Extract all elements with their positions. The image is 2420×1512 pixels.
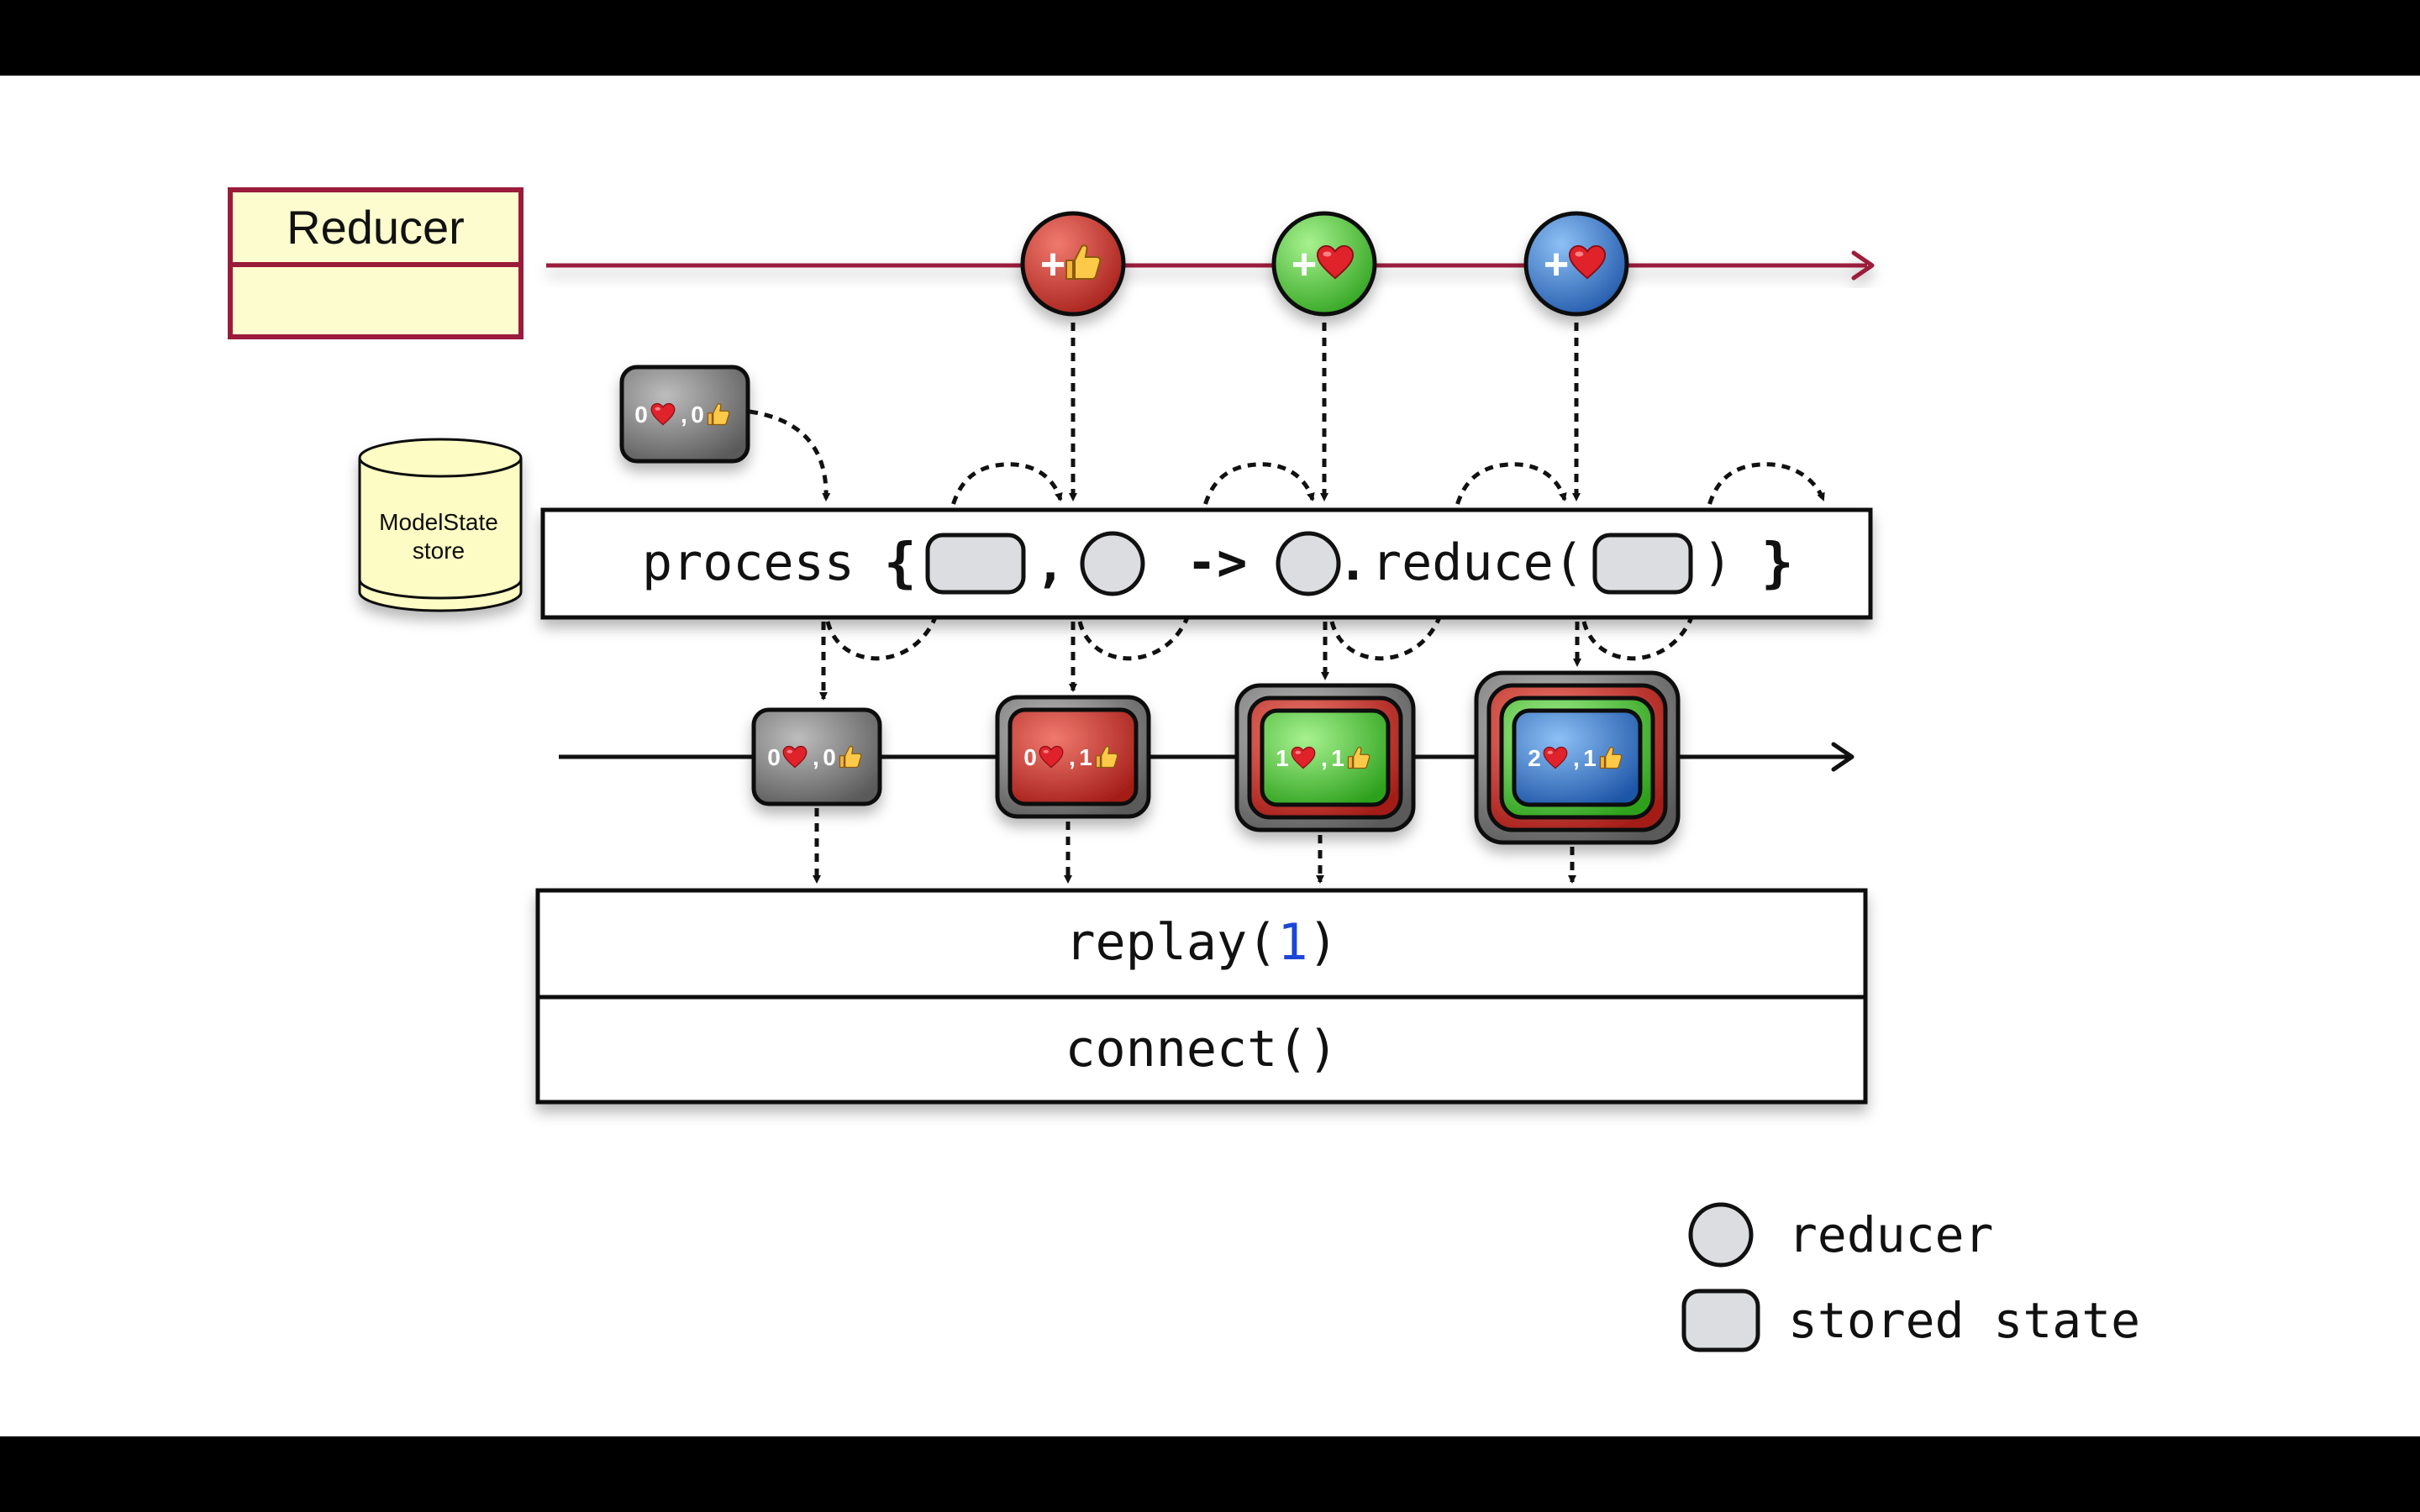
state-thumbs-count: 1	[1331, 745, 1344, 771]
state-comma: ,	[1321, 745, 1328, 771]
state-comma: ,	[813, 744, 819, 770]
reducer-shape	[1276, 531, 1341, 596]
state-thumbs-count: 0	[823, 744, 836, 770]
replay-connect-operator	[535, 888, 1868, 1105]
input-arrows	[749, 323, 1581, 501]
process-close-paren: )	[1702, 533, 1733, 592]
replay-arg: 1	[1277, 913, 1307, 972]
legend-stored-state-label: stored state	[1788, 1292, 2140, 1349]
reducer-marble-heart-green: +	[1271, 211, 1377, 317]
state-thumbs-count: 1	[1583, 745, 1597, 771]
state-marble-3: 1 , 1	[1234, 683, 1416, 832]
reducer-sign: +	[1544, 240, 1569, 289]
state-hearts-count: 2	[1528, 745, 1541, 771]
reducer-sign: +	[1040, 240, 1065, 289]
replay-operator: replay(1)	[1065, 913, 1338, 972]
reducer-marble-thumbs: +	[1020, 211, 1126, 317]
output-arrows	[819, 622, 1581, 701]
process-method: reduce(	[1371, 533, 1584, 592]
state-thumbs-count: 1	[1079, 744, 1092, 770]
state-hearts-count: 0	[767, 744, 781, 770]
initial-comma: ,	[681, 402, 687, 428]
process-keyword: process	[642, 533, 855, 592]
state-hearts-count: 1	[1276, 745, 1289, 771]
connect-operator: connect()	[1065, 1020, 1338, 1079]
process-close-brace: }	[1761, 533, 1794, 595]
state-marble-2: 0 , 1	[995, 695, 1151, 819]
state-comma: ,	[1573, 745, 1580, 771]
process-arrow: ->	[1186, 533, 1247, 592]
store-label-line2: store	[413, 538, 465, 564]
process-operator: process { , -> . reduce( ) }	[540, 507, 1873, 620]
reducer-box-title: Reducer	[287, 201, 465, 254]
process-open-brace: {	[884, 533, 917, 595]
state-marble-4: 2 , 1	[1474, 670, 1681, 845]
process-dot: .	[1338, 533, 1368, 592]
replay-name: replay(	[1065, 913, 1277, 972]
initial-hearts-count: 0	[634, 402, 648, 428]
state-marble-1: 0 , 0	[751, 707, 882, 806]
legend-stored-state-shape	[1681, 1289, 1760, 1352]
initial-thumbs-count: 0	[691, 402, 704, 428]
replay-close: )	[1307, 913, 1338, 972]
state-hearts-count: 0	[1023, 744, 1037, 770]
state-comma: ,	[1069, 744, 1076, 770]
stored-state-shape	[925, 533, 1026, 595]
modelstate-store: ModelState store	[358, 438, 523, 612]
legend-reducer-shape	[1688, 1202, 1754, 1268]
legend: reducer stored state	[1681, 1202, 2140, 1352]
stored-state-shape	[1592, 533, 1693, 595]
reducer-marble-heart-blue: +	[1523, 211, 1629, 317]
replay-arrows	[813, 808, 1576, 884]
reducer-box: Reducer	[228, 187, 523, 339]
reducer-shape	[1080, 531, 1145, 596]
initial-state: 0 , 0	[619, 365, 750, 464]
reducer-sign: +	[1292, 240, 1317, 289]
legend-reducer-label: reducer	[1788, 1206, 1993, 1263]
reducer-timeline	[546, 250, 1875, 281]
store-label-line1: ModelState	[379, 509, 498, 535]
process-comma: ,	[1035, 535, 1065, 594]
